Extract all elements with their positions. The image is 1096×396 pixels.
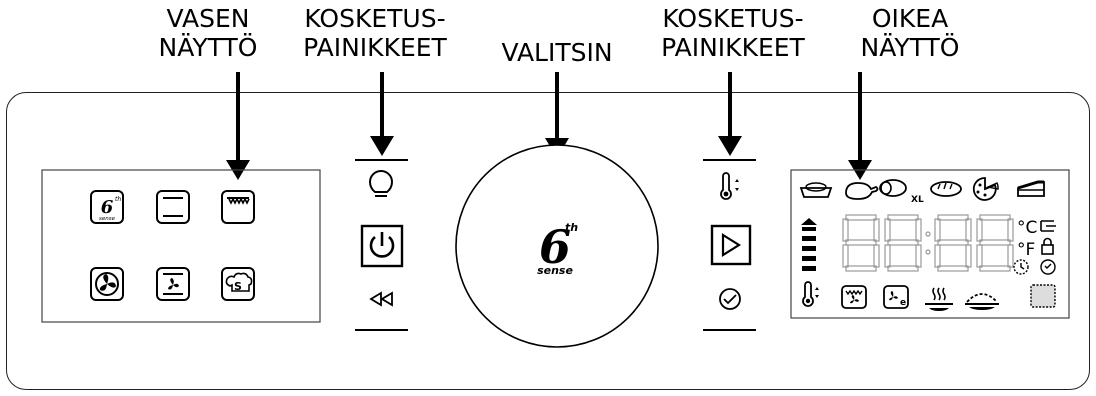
label-left-display: VASEN NÄYTTÖ bbox=[148, 4, 268, 62]
power-icon[interactable] bbox=[360, 224, 404, 268]
poultry-icon bbox=[845, 182, 879, 200]
digital-readout bbox=[842, 214, 1014, 272]
grill-fan-icon bbox=[841, 285, 867, 309]
svg-text:XL: XL bbox=[911, 195, 924, 205]
convection-fan-icon[interactable] bbox=[90, 267, 124, 301]
roast-xl-icon: XL bbox=[879, 179, 924, 205]
label-selector: VALITSIN bbox=[482, 38, 632, 67]
bread-icon bbox=[930, 181, 962, 197]
casserole-icon bbox=[799, 182, 833, 198]
celsius-unit: °C bbox=[1017, 218, 1037, 238]
temperature-icon[interactable] bbox=[720, 172, 739, 200]
label-touch-buttons-right-line1: KOSKETUS- bbox=[662, 4, 804, 33]
delay-timer-icon bbox=[1013, 259, 1029, 275]
timer-icon[interactable] bbox=[719, 288, 741, 310]
label-right-display: OIKEA NÄYTTÖ bbox=[850, 4, 970, 62]
light-icon[interactable] bbox=[368, 170, 394, 197]
label-touch-buttons-left: KOSKETUS- PAINIKKEET bbox=[290, 4, 460, 62]
dial-logo-word: sense bbox=[537, 264, 573, 277]
level-indicator bbox=[801, 218, 817, 271]
left-touch-buttons bbox=[355, 159, 408, 331]
forced-air-icon[interactable] bbox=[156, 267, 190, 301]
fahrenheit-unit: °F bbox=[1017, 240, 1035, 260]
left-display: 6 th sense S bbox=[41, 169, 321, 323]
connectivity-icon bbox=[1040, 220, 1056, 232]
label-right-display-line2: NÄYTTÖ bbox=[860, 33, 960, 62]
dial-logo-sup: th bbox=[565, 221, 578, 234]
svg-text:S: S bbox=[234, 280, 242, 293]
pizza-icon bbox=[972, 177, 999, 201]
digit-2 bbox=[884, 214, 922, 272]
svg-text:e: e bbox=[900, 298, 906, 308]
label-selector-line1: VALITSIN bbox=[501, 38, 613, 67]
right-display: XL bbox=[790, 169, 1070, 319]
digit-4 bbox=[976, 214, 1014, 272]
arrow-right-display bbox=[848, 72, 872, 180]
digit-1 bbox=[842, 214, 880, 272]
svg-text:6: 6 bbox=[101, 197, 114, 218]
right-touch-buttons bbox=[703, 159, 756, 331]
label-touch-buttons-left-line1: KOSKETUS- bbox=[304, 4, 446, 33]
label-right-display-line1: OIKEA bbox=[871, 4, 949, 33]
eco-fan-icon: e bbox=[883, 285, 909, 309]
label-left-display-line2: NÄYTTÖ bbox=[158, 33, 258, 62]
svg-text:th: th bbox=[115, 196, 121, 203]
selector-dial[interactable]: 6 th sense bbox=[455, 144, 659, 348]
6th-sense-icon[interactable]: 6 th sense bbox=[90, 190, 124, 224]
control-panel bbox=[6, 92, 1090, 390]
lock-icon bbox=[1041, 237, 1054, 255]
top-grill-icon[interactable] bbox=[221, 190, 255, 224]
chef-recipe-icon[interactable]: S bbox=[221, 267, 255, 301]
arrow-touch-buttons-right bbox=[718, 72, 742, 156]
play-icon[interactable] bbox=[710, 224, 752, 266]
temperature-icon bbox=[802, 281, 819, 307]
crisp-icon bbox=[1030, 284, 1056, 308]
arrow-touch-buttons-left bbox=[370, 72, 394, 156]
dome-icon bbox=[965, 293, 999, 310]
digit-3 bbox=[934, 214, 972, 272]
arrow-left-display bbox=[226, 72, 250, 180]
conventional-oven-icon[interactable] bbox=[156, 190, 190, 224]
label-left-display-line1: VASEN bbox=[166, 4, 250, 33]
dial-logo-number: 6 bbox=[539, 220, 571, 274]
label-touch-buttons-left-line2: PAINIKKEET bbox=[303, 33, 447, 62]
cake-icon bbox=[1017, 180, 1045, 197]
svg-text:sense: sense bbox=[99, 216, 116, 222]
label-touch-buttons-right-line2: PAINIKKEET bbox=[661, 33, 805, 62]
steam-icon bbox=[925, 287, 953, 311]
back-icon[interactable] bbox=[369, 291, 393, 307]
end-timer-icon bbox=[1040, 259, 1056, 275]
label-touch-buttons-right: KOSKETUS- PAINIKKEET bbox=[648, 4, 818, 62]
